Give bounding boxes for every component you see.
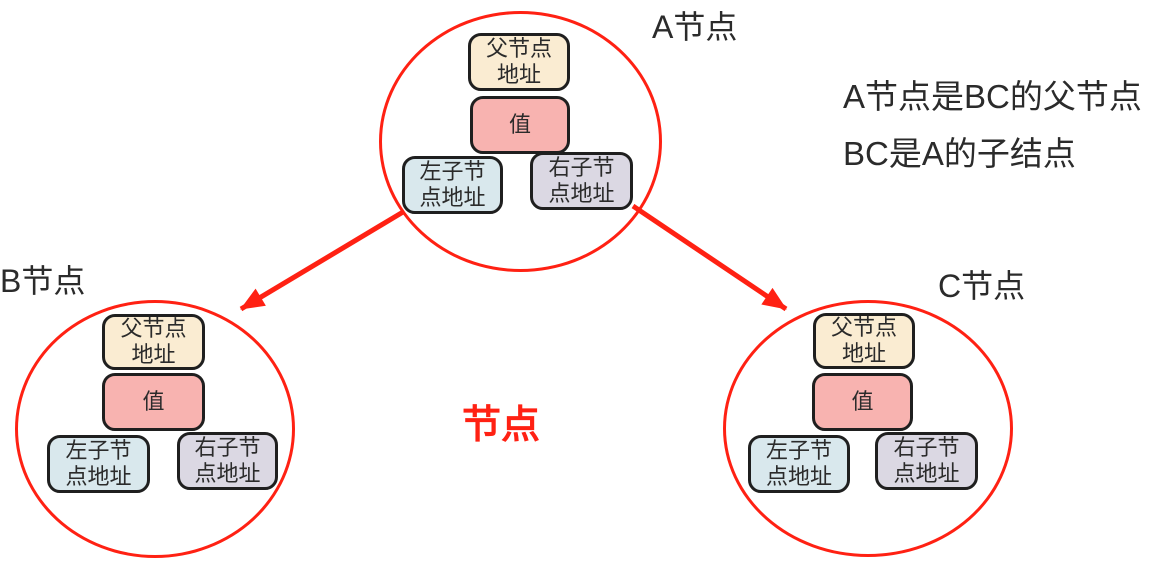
node-a-parent-address-box: 父节点 地址 [468, 33, 570, 91]
left-child-line2: 点地址 [419, 185, 486, 210]
parent-address-line2: 地址 [131, 342, 176, 367]
node-b-value-box: 值 [102, 373, 205, 431]
annotation-line-1: A节点是BC的父节点 [843, 78, 1142, 115]
left-child-line2: 点地址 [765, 464, 832, 489]
center-node-label: 节点 [462, 404, 541, 447]
arrow-a-to-c [631, 203, 788, 312]
node-b-label: B节点 [0, 263, 86, 299]
node-b-circle [15, 300, 295, 558]
parent-address-line1: 父节点 [120, 316, 187, 341]
left-child-line2: 点地址 [65, 464, 132, 489]
node-a-value-box: 值 [470, 96, 570, 154]
left-child-line1: 左子节 [419, 159, 486, 184]
parent-address-line2: 地址 [496, 62, 541, 87]
node-a-right-child-address-box: 右子节 点地址 [530, 152, 633, 210]
node-b-left-child-address-box: 左子节 点地址 [47, 435, 150, 493]
right-child-line2: 点地址 [893, 461, 960, 486]
right-child-line1: 右子节 [548, 155, 615, 180]
node-c-left-child-address-box: 左子节 点地址 [748, 435, 850, 493]
node-a-left-child-address-box: 左子节 点地址 [402, 156, 503, 214]
node-c-right-child-address-box: 右子节 点地址 [875, 432, 978, 490]
node-c-value-box: 值 [812, 373, 913, 431]
parent-address-line1: 父节点 [830, 315, 897, 340]
parent-address-line2: 地址 [841, 341, 886, 366]
node-c-label: C节点 [938, 268, 1026, 304]
annotation-line-2: BC是A的子结点 [843, 135, 1076, 172]
node-a-circle [379, 11, 662, 272]
node-c-parent-address-box: 父节点 地址 [813, 313, 915, 369]
parent-address-line1: 父节点 [485, 36, 552, 61]
value-label: 值 [508, 112, 531, 137]
value-label: 值 [142, 389, 165, 414]
value-label: 值 [851, 389, 874, 414]
arrow-a-to-b [239, 209, 405, 312]
node-c-circle [723, 300, 1013, 557]
node-b-parent-address-box: 父节点 地址 [102, 314, 205, 370]
right-child-line1: 右子节 [194, 435, 261, 460]
right-child-line1: 右子节 [893, 435, 960, 460]
right-child-line2: 点地址 [194, 461, 261, 486]
left-child-line1: 左子节 [65, 438, 132, 463]
left-child-line1: 左子节 [765, 438, 832, 463]
node-b-right-child-address-box: 右子节 点地址 [177, 432, 278, 490]
node-a-label: A节点 [652, 9, 738, 45]
right-child-line2: 点地址 [548, 181, 615, 206]
